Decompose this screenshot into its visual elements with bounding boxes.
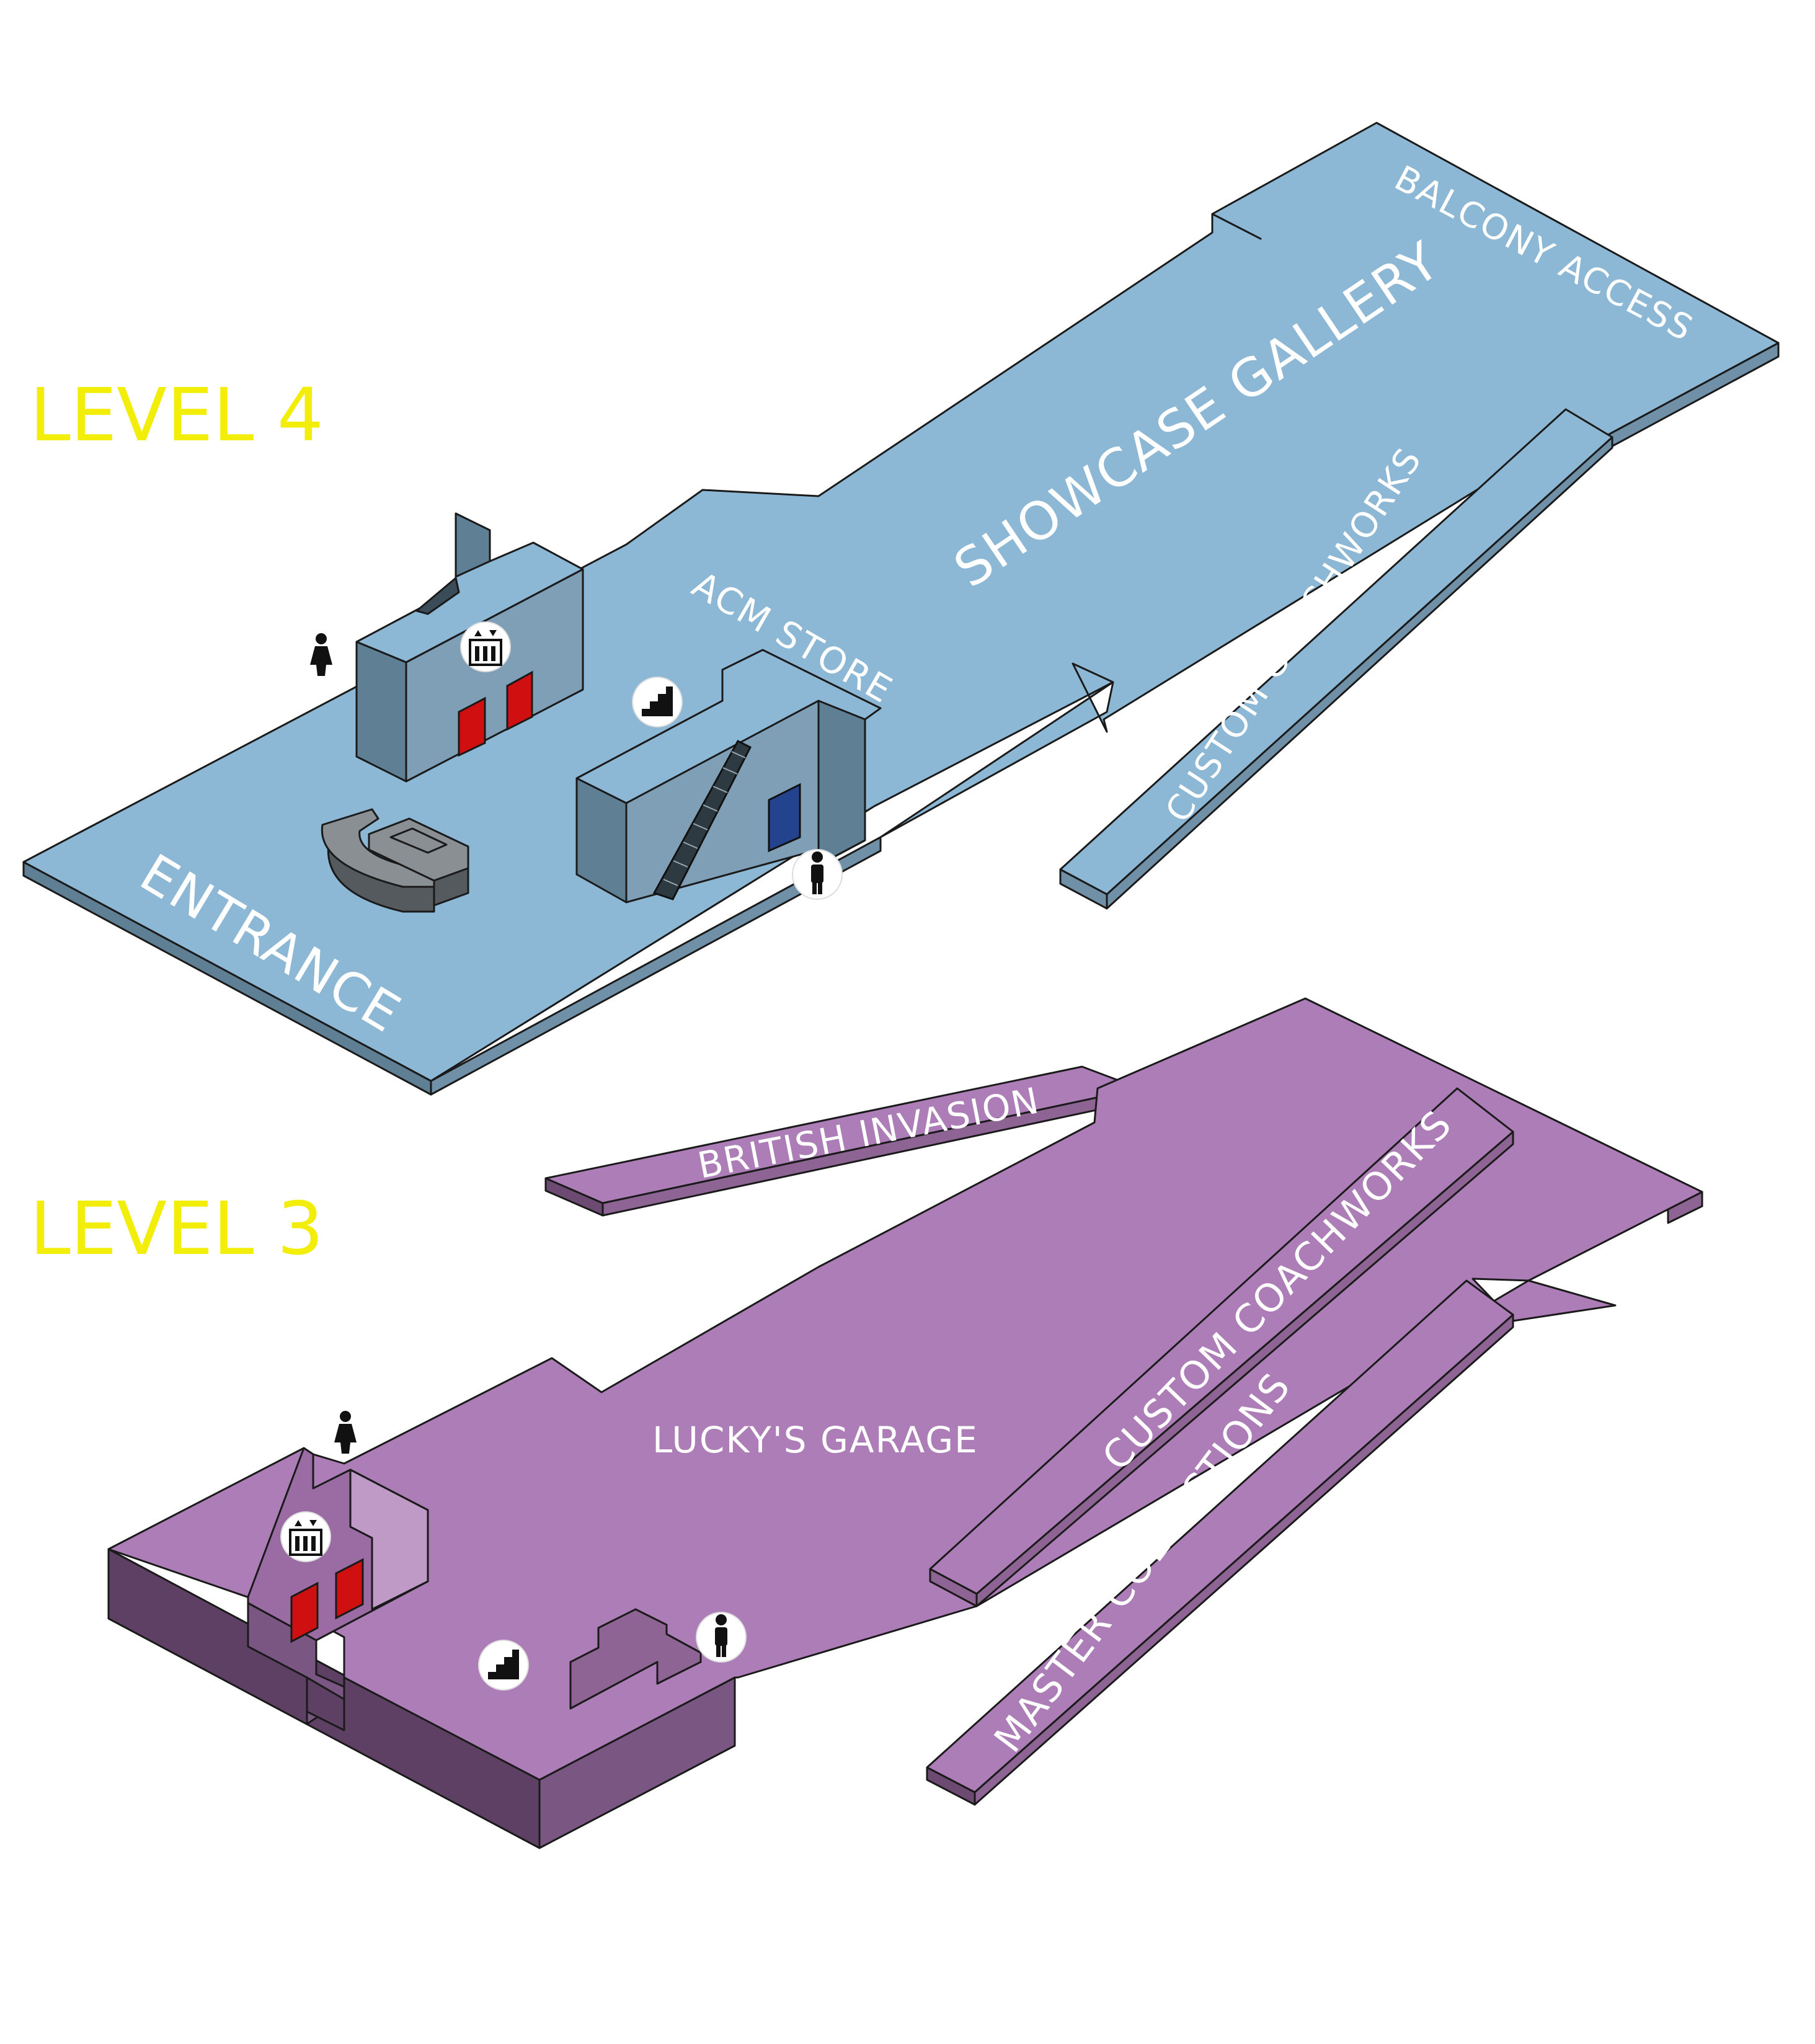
level-4-info-desk: [321, 808, 469, 913]
level-3-elevator-door-right: [335, 1558, 364, 1620]
level-3-elevator-door-left: [290, 1581, 319, 1643]
level-4-elevator-block-side: [405, 568, 584, 783]
level-4-elevator-door-right: [506, 670, 533, 731]
level-4-small-stairs: [415, 577, 460, 615]
level-3-label-luckys-garage: LUCKY'S GARAGE: [652, 1419, 979, 1461]
level-4-floor-plan: [22, 122, 1780, 1096]
level-4-elevator-block-front: [355, 641, 407, 783]
level-4-restroom-men-icon: [792, 849, 843, 900]
level-3-elevator-wall-block: [349, 1469, 429, 1611]
level-3-restroom-women-icon: [321, 1409, 370, 1459]
level-4-blue-door: [768, 783, 801, 853]
level-4-custom-coachworks-ramp: [1059, 408, 1613, 895]
level-4-elevator-back-wall: [455, 512, 491, 578]
level-4-restroom-women-icon: [296, 631, 346, 681]
level-4-staircase-steps: [663, 751, 746, 886]
level-3-floor-plan: [107, 997, 1703, 1849]
level-4-stair-block-inner: [817, 700, 866, 866]
level-3-restroom-men-icon: [696, 1612, 747, 1663]
level-3-stair-notch: [569, 1608, 702, 1710]
level-4-staircase: [652, 740, 752, 900]
level-3-elevator-icon: [280, 1511, 331, 1562]
level-4-elevator-icon: [460, 621, 511, 672]
level-3-master-collections-ramp: [926, 1279, 1514, 1793]
level-3-stairs-icon: [478, 1640, 529, 1691]
level-4-slab-edge-right: [430, 836, 882, 1096]
level-3-elevator-step: [306, 1676, 345, 1731]
level-4-elevator-door-left: [458, 696, 486, 757]
level-4-title: LEVEL 4: [30, 372, 324, 458]
level-3-custom-coachworks-ramp: [929, 1087, 1514, 1595]
level-3-floor: [107, 997, 1703, 1781]
level-4-stairs-icon: [632, 677, 683, 727]
level-3-title: LEVEL 3: [30, 1186, 324, 1271]
